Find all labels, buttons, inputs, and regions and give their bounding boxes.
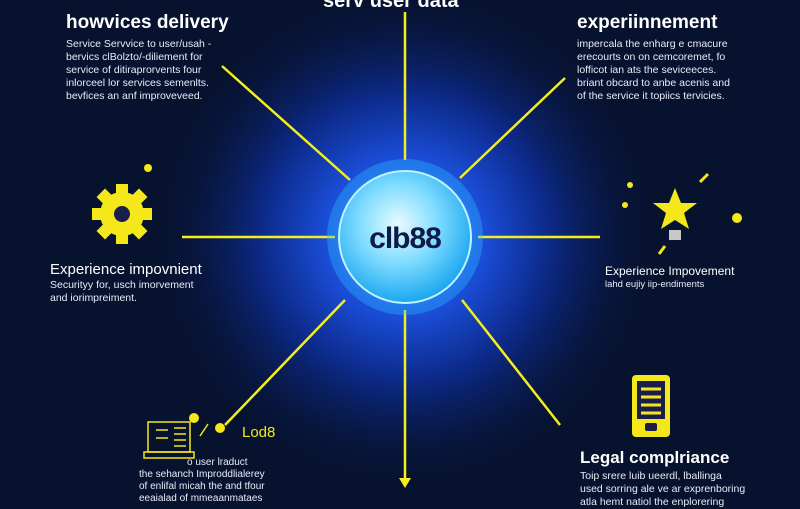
section-text: bevfices an anf improveveed.: [66, 90, 203, 102]
section-bottom-left: o user lraduct the sehanch Improddlialer…: [139, 457, 265, 505]
center-node: [338, 170, 472, 304]
gear-icon: [92, 184, 152, 244]
section-experience-right: Experience Impovement lahd eujiy iip-end…: [605, 264, 734, 291]
section-text: erecourts on on cemcoremet, fo: [577, 51, 726, 63]
arrow-head-icon: [399, 478, 411, 488]
section-text: Toip srere luib ueerdl, lballinga: [580, 470, 722, 482]
section-text: lofficot ian ats the seviceeces.: [577, 64, 717, 76]
section-title: Legal complriance: [580, 448, 730, 467]
section-text: Service Servvice to user/usah -: [66, 38, 212, 50]
section-text: of enlifal micah the and tfour: [139, 481, 265, 492]
connector-line: [224, 299, 346, 426]
section-text: atla hemt natiol the enplorering: [580, 496, 725, 508]
connector-line: [459, 77, 566, 179]
center-logo-label: clb88: [369, 222, 442, 255]
lightbulb-star-icon: [622, 172, 742, 255]
section-text: lahd eujiy iip-endiments: [605, 279, 705, 290]
section-text: service of ditiraprorvents four: [66, 64, 202, 76]
section-text: inlorceel lor services semenlts.: [66, 77, 209, 89]
connector-line: [461, 299, 561, 426]
section-text: of the service it topiics tervicies.: [577, 90, 725, 102]
section-text: o user lraduct: [187, 457, 248, 468]
section-text: briant obcard to anbe acenis and: [577, 77, 730, 89]
phone-icon: [632, 375, 670, 437]
section-text: bervics clBolzto/-diliement for: [66, 51, 203, 63]
section-text: impercala the enharg e cmacure: [577, 38, 728, 50]
connector-line: [221, 65, 351, 181]
section-title: experiinnement: [577, 12, 718, 33]
laptop-icon: [143, 421, 209, 459]
section-text: and iorimpreiment.: [50, 292, 137, 304]
section-title: Experience Impovement: [605, 264, 735, 278]
section-title: howvices delivery: [66, 12, 229, 33]
section-title: Experience impovnient: [50, 261, 202, 278]
section-service-delivery: howvices delivery Service Servvice to us…: [66, 12, 229, 103]
section-text: Securityy for, usch imorvement: [50, 279, 194, 291]
top-heading: serv user data: [323, 0, 459, 12]
section-text: the sehanch Improddlialerey: [139, 469, 265, 480]
section-text: used sorring ale ve ar exprenboring: [580, 483, 746, 495]
section-text: eeaialad of mmeaanmataes: [139, 493, 263, 504]
badge-label: Lod8: [242, 424, 276, 441]
section-experience-left: Experience impovnient Securityy for, usc…: [50, 261, 202, 305]
section-experiment: experiinnement impercala the enharg e cm…: [577, 12, 730, 103]
